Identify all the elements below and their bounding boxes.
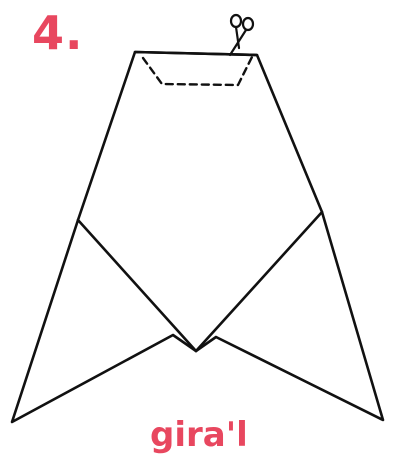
inner-fold-left — [78, 220, 196, 351]
dashed-cut-line — [143, 57, 252, 85]
inner-fold-right — [196, 212, 322, 351]
paper-outline — [12, 52, 383, 422]
scissors-handle-left — [231, 15, 241, 27]
scissors-icon — [230, 15, 253, 55]
caption-text: gira'l — [150, 418, 248, 452]
scissors-handle-right — [243, 18, 253, 30]
paper-top-edge — [135, 52, 257, 55]
